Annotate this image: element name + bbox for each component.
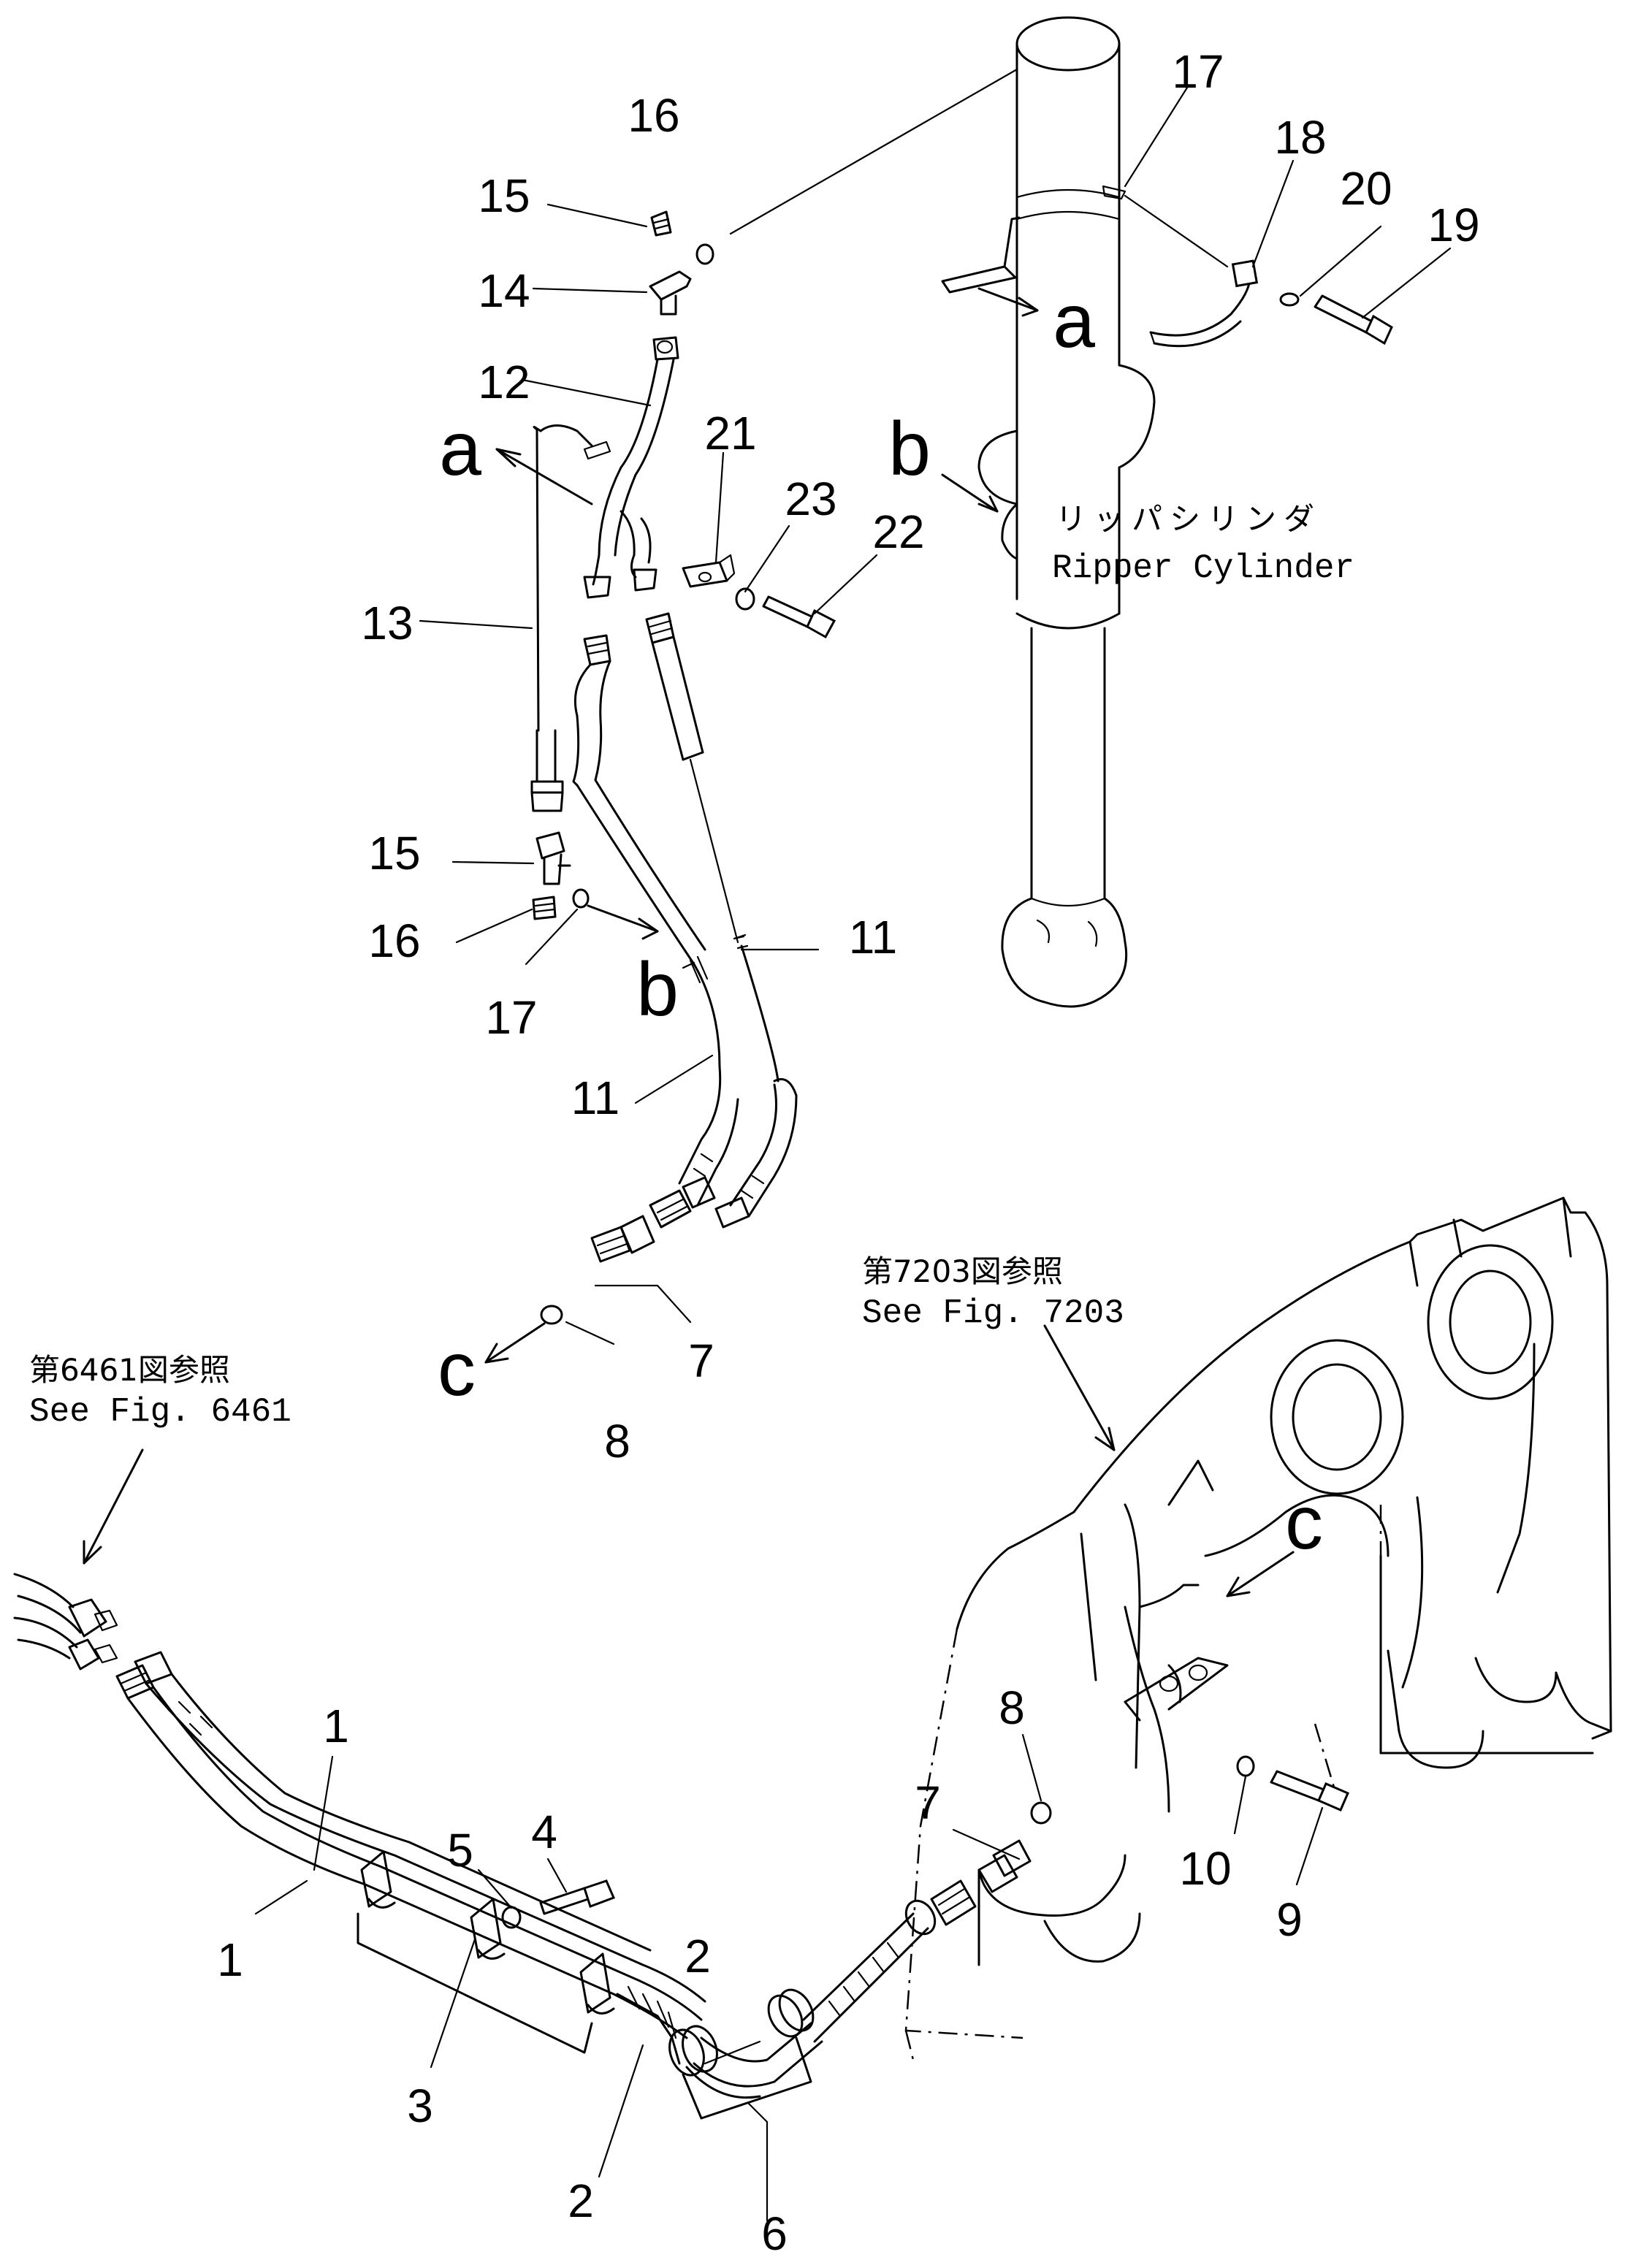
callout-8-lower: 8 — [999, 1681, 1025, 1734]
ref-6461-en: See Fig. 6461 — [29, 1393, 291, 1431]
letter-a-cylinder: a — [1053, 279, 1095, 364]
arrow-b-left — [587, 904, 659, 933]
callout-7-upper: 7 — [688, 1335, 714, 1387]
callout-18: 18 — [1274, 111, 1326, 164]
upper-hoses — [530, 210, 836, 1325]
reference-labels: リッパシリンダ Ripper Cylinder 第7203図参照 See Fig… — [29, 501, 1354, 1431]
arrow-b-cylinder — [941, 473, 999, 513]
callout-16-top: 16 — [628, 89, 679, 142]
callout-7-lower: 7 — [915, 1776, 941, 1829]
callout-22: 22 — [872, 505, 924, 558]
leader-line — [729, 68, 1018, 235]
arrow-a-left — [495, 448, 593, 505]
ripper-cylinder — [977, 16, 1156, 1008]
callout-11-left: 11 — [571, 1072, 620, 1124]
callout-4: 4 — [531, 1806, 557, 1858]
connection-letters: a a b b c c — [438, 279, 1323, 1565]
ripper-cylinder-en: Ripper Cylinder — [1052, 549, 1354, 587]
ref-6461-arrow — [83, 1448, 144, 1565]
letter-c-lower: c — [1285, 1481, 1323, 1565]
letter-b-cylinder: b — [888, 407, 931, 492]
ref-6461-jp: 第6461図参照 — [29, 1352, 230, 1388]
callout-8-upper: 8 — [604, 1415, 630, 1467]
lower-hoses — [13, 1573, 1349, 2120]
ref-7203-en: See Fig. 7203 — [862, 1294, 1124, 1332]
callout-17: 17 — [1172, 45, 1224, 98]
callout-11-right: 11 — [849, 911, 897, 963]
callout-3: 3 — [407, 2080, 433, 2132]
callout-14-bottom: 15 — [368, 827, 420, 879]
callout-6: 6 — [761, 2207, 788, 2260]
ripper-cylinder-jp: リッパシリンダ — [1056, 501, 1322, 537]
callout-9: 9 — [1276, 1893, 1303, 1946]
callout-13: 13 — [361, 597, 413, 649]
callout-15-bottom: 16 — [368, 915, 420, 967]
callout-5: 5 — [447, 1824, 473, 1876]
arrow-a-cylinder — [977, 287, 1039, 312]
callout-10: 10 — [1179, 1842, 1231, 1895]
callout-15-top: 15 — [478, 169, 530, 222]
callout-2-lower: 2 — [568, 2175, 594, 2227]
callout-21: 21 — [704, 407, 756, 459]
ref-7203-arrow — [1043, 1324, 1116, 1451]
callout-numbers: 16 15 14 12 13 21 23 22 17 18 20 19 15 1… — [217, 45, 1479, 2260]
callout-leaders — [254, 86, 1452, 2222]
callout-23: 23 — [785, 473, 836, 525]
callout-1-upper: 1 — [323, 1700, 349, 1752]
ref-7203-jp: 第7203図参照 — [862, 1253, 1063, 1289]
callout-16-bottom: 17 — [485, 991, 537, 1044]
callout-2-upper: 2 — [685, 1930, 711, 1982]
callout-20: 20 — [1340, 162, 1392, 215]
arrow-c-lower — [1226, 1551, 1295, 1597]
clamp-assembly — [941, 185, 1393, 348]
arrow-c-upper — [484, 1322, 546, 1364]
callout-14-top: 14 — [478, 264, 530, 317]
letter-c-upper: c — [438, 1327, 476, 1412]
letter-a-left: a — [439, 407, 481, 492]
callout-19: 19 — [1427, 199, 1479, 251]
callout-1-lower: 1 — [217, 1933, 243, 1986]
letter-b-left: b — [636, 947, 679, 1032]
callout-12: 12 — [478, 356, 530, 408]
